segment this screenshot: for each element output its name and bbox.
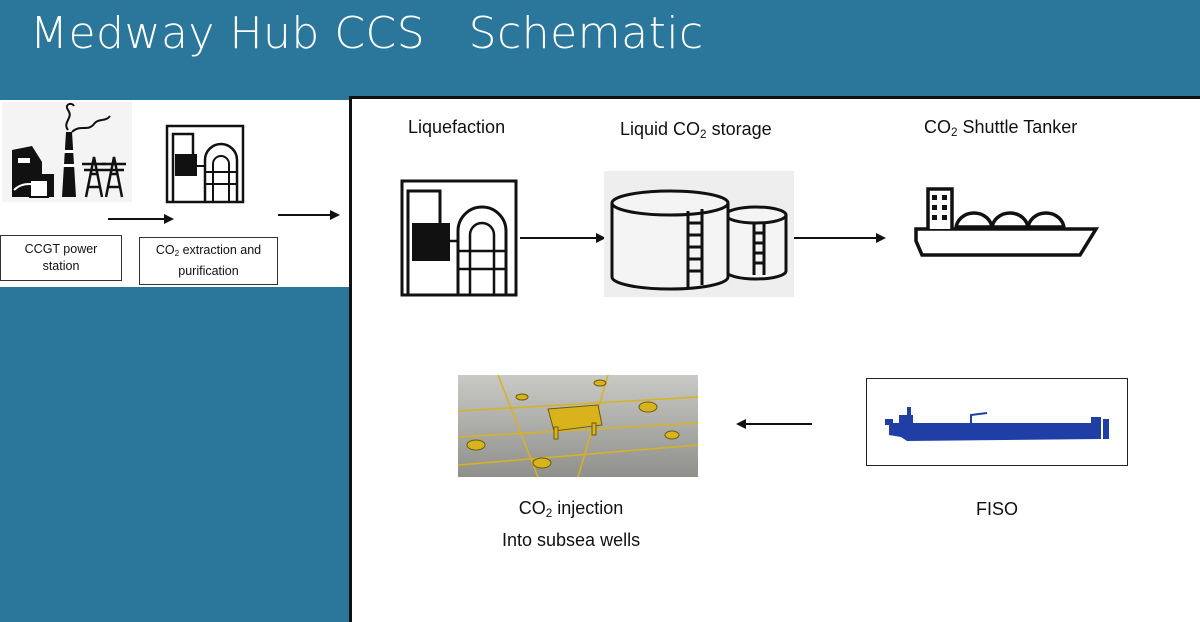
extraction-plant-icon bbox=[165, 124, 245, 204]
power-station-icon bbox=[2, 102, 132, 202]
liquid-co2-storage-label: Liquid CO2 storage bbox=[620, 119, 772, 141]
liquefaction-plant-icon bbox=[400, 179, 518, 297]
subsea-wells-image bbox=[458, 375, 698, 477]
extraction-line1: CO2 extraction and bbox=[155, 243, 262, 259]
extraction-line2: purification bbox=[178, 263, 239, 278]
fiso-ship-icon bbox=[885, 407, 1109, 441]
left-panel: CCGT power station CO2 extraction and pu… bbox=[0, 100, 352, 287]
arrow-icon bbox=[736, 419, 812, 429]
ccgt-line1: CCGT power bbox=[24, 242, 98, 256]
co2-extraction-label: CO2 extraction and purification bbox=[139, 237, 278, 285]
injection-line2: Into subsea wells bbox=[502, 529, 641, 550]
co2-shuttle-tanker-label: CO2 Shuttle Tanker bbox=[924, 117, 1078, 139]
injection-line1: CO2 injection bbox=[518, 498, 624, 520]
arrow-icon bbox=[278, 210, 340, 220]
ccgt-line2: station bbox=[42, 259, 80, 273]
main-panel: Liquefaction Liquid CO2 storage CO2 Shut… bbox=[349, 96, 1200, 622]
arrow-icon bbox=[108, 214, 174, 224]
shuttle-tanker-icon bbox=[914, 187, 1100, 257]
co2-injection-label: CO2 injection Into subsea wells bbox=[502, 495, 640, 554]
arrow-icon bbox=[794, 233, 886, 243]
fiso-image bbox=[866, 378, 1128, 466]
ccgt-power-station-label: CCGT power station bbox=[0, 235, 122, 281]
fiso-label: FISO bbox=[976, 499, 1019, 519]
arrow-icon bbox=[520, 233, 606, 243]
storage-tanks-icon bbox=[604, 171, 794, 297]
page-title: Medway Hub CCS Schematic bbox=[30, 8, 704, 59]
liquefaction-label: Liquefaction bbox=[408, 117, 506, 137]
